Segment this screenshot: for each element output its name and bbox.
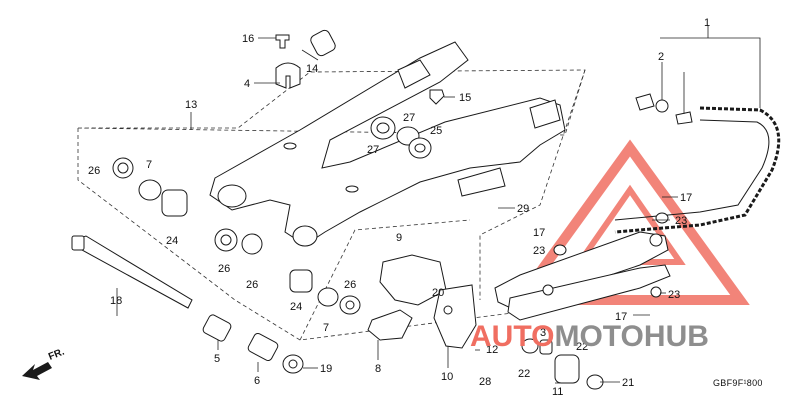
fr-label: FR.: [47, 346, 66, 362]
upper-parts: [275, 29, 445, 159]
callout-23-top: 23: [675, 215, 687, 227]
watermark-text-moto: MOTO: [554, 320, 643, 353]
leader-lines: [116, 26, 761, 384]
callout-15: 15: [459, 92, 471, 104]
callout-17-low: 17: [615, 311, 627, 323]
callout-5: 5: [214, 353, 220, 365]
callout-27-lower: 27: [367, 144, 379, 156]
callout-6: 6: [254, 375, 260, 387]
callout-7-lower: 7: [323, 322, 329, 334]
callout-20: 20: [432, 287, 444, 299]
brackets: [367, 167, 506, 349]
callout-26-b: 26: [246, 279, 258, 291]
watermark-text-auto: AUTO: [470, 320, 554, 353]
callout-13: 13: [185, 99, 197, 111]
callout-18: 18: [110, 295, 122, 307]
callout-19: 19: [320, 363, 332, 375]
callout-22-right: 22: [576, 341, 588, 353]
svg-text:AUTOMOTOHUB: AUTOMOTOHUB: [470, 320, 709, 353]
callout-26-a: 26: [218, 263, 230, 275]
callout-28: 28: [479, 376, 491, 388]
callout-22-left: 22: [518, 368, 530, 380]
callout-11: 11: [552, 386, 563, 398]
callout-23-mid: 23: [533, 245, 545, 257]
pivot-bolt: [71, 235, 193, 309]
callout-2: 2: [658, 51, 664, 63]
callout-16: 16: [242, 33, 254, 45]
callout-26-left: 26: [88, 165, 100, 177]
callout-4: 4: [244, 78, 250, 90]
callout-24-lower: 24: [290, 301, 302, 313]
callout-21: 21: [622, 377, 634, 389]
callout-1: 1: [704, 17, 710, 29]
fr-direction-arrow: FR.: [22, 346, 66, 380]
callout-17-mid: 17: [533, 227, 545, 239]
diagram-code: GBF9F¹800: [713, 378, 763, 388]
callout-labels: 1 2 3 4 5 6 7 7 8 9 10 11 12 13 14 15 16…: [88, 17, 710, 398]
watermark-text-hub: HUB: [644, 320, 709, 353]
callout-26-c: 26: [344, 279, 356, 291]
callout-25: 25: [430, 125, 442, 137]
roller: [521, 338, 604, 390]
callout-10: 10: [441, 371, 453, 383]
callout-8: 8: [375, 363, 381, 375]
watermark-text: AUTOMOTOHUB: [470, 320, 709, 353]
swingarm: [209, 41, 566, 247]
callout-14: 14: [306, 63, 318, 75]
callout-23-low: 23: [668, 289, 680, 301]
pivot-collars: [202, 314, 304, 374]
callout-27-upper: 27: [403, 112, 415, 124]
callout-7-upper: 7: [146, 159, 152, 171]
left-parts: [112, 157, 361, 315]
callout-12: 12: [486, 344, 498, 356]
callout-17-top: 17: [680, 192, 692, 204]
drive-chain: [614, 93, 781, 234]
callout-9: 9: [396, 232, 402, 244]
callout-3: 3: [540, 327, 546, 339]
callout-29: 29: [517, 203, 529, 215]
callout-24-upper: 24: [166, 235, 178, 247]
chain-slider: [494, 212, 671, 321]
